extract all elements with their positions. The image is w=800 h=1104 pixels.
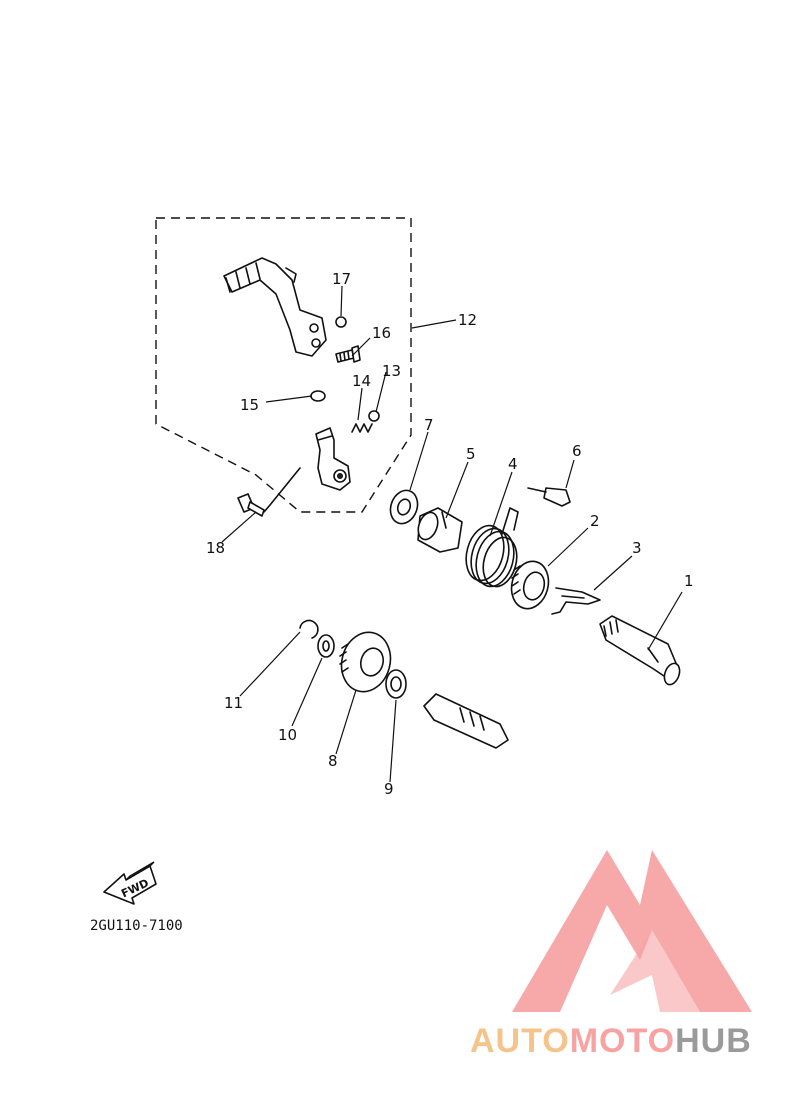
- main-axle: [423, 693, 509, 749]
- kick-axle-1: [599, 615, 681, 686]
- clip-3: [551, 587, 601, 615]
- callout-10: 10: [278, 726, 297, 744]
- watermark-moto: MOTO: [570, 1022, 675, 1060]
- clip-15: [310, 390, 326, 402]
- kick-idle-gear-8: [339, 631, 392, 693]
- callout-3: 3: [632, 539, 642, 557]
- callout-12: 12: [458, 311, 477, 329]
- callout-13: 13: [382, 362, 401, 380]
- callout-2: 2: [590, 512, 600, 530]
- diagram-code: 2GU110-7100: [90, 918, 183, 934]
- callout-5: 5: [466, 445, 476, 463]
- ratchet-2: [510, 560, 550, 610]
- callout-8: 8: [328, 752, 338, 770]
- watermark-text: AUTOMOTOHUB: [470, 1022, 752, 1060]
- callout-16: 16: [372, 324, 391, 342]
- callout-14: 14: [352, 372, 371, 390]
- callout-4: 4: [508, 455, 518, 473]
- kick-boss: [315, 427, 351, 491]
- callout-15: 15: [240, 396, 259, 414]
- watermark-hub: HUB: [675, 1022, 752, 1060]
- assembly-outline-12: [155, 217, 412, 513]
- ball-17: [335, 316, 347, 328]
- bearing-7: [389, 489, 419, 525]
- kick-lever-arm: [223, 257, 327, 357]
- leader-lines: [221, 285, 683, 783]
- plunger-6: [527, 487, 571, 507]
- callout-6: 6: [572, 442, 582, 460]
- fwd-arrow-icon: FWD: [103, 861, 157, 905]
- bolt-16: [335, 345, 361, 363]
- circlip-11: [299, 619, 319, 639]
- ball-13: [368, 410, 380, 422]
- callout-7: 7: [424, 416, 434, 434]
- callout-11: 11: [224, 694, 243, 712]
- bushing-5: [417, 507, 463, 553]
- svg-text:AUTOMOTOHUB: AUTOMOTOHUB: [470, 1022, 752, 1060]
- callout-1: 1: [684, 572, 694, 590]
- washer-9: [385, 669, 407, 699]
- torsion-spring-4: [465, 507, 519, 588]
- callout-labels: 1 2 3 4 5 6 7 8 9 10 11 12 13 14 15 16 1…: [206, 270, 694, 798]
- watermark-auto: AUTO: [470, 1022, 570, 1060]
- spring-14: [351, 423, 373, 433]
- callout-18: 18: [206, 539, 225, 557]
- washer-10: [317, 634, 335, 658]
- bolt-18: [237, 467, 301, 517]
- callout-9: 9: [384, 780, 394, 798]
- watermark-logo: [512, 850, 752, 1012]
- callout-17: 17: [332, 270, 351, 288]
